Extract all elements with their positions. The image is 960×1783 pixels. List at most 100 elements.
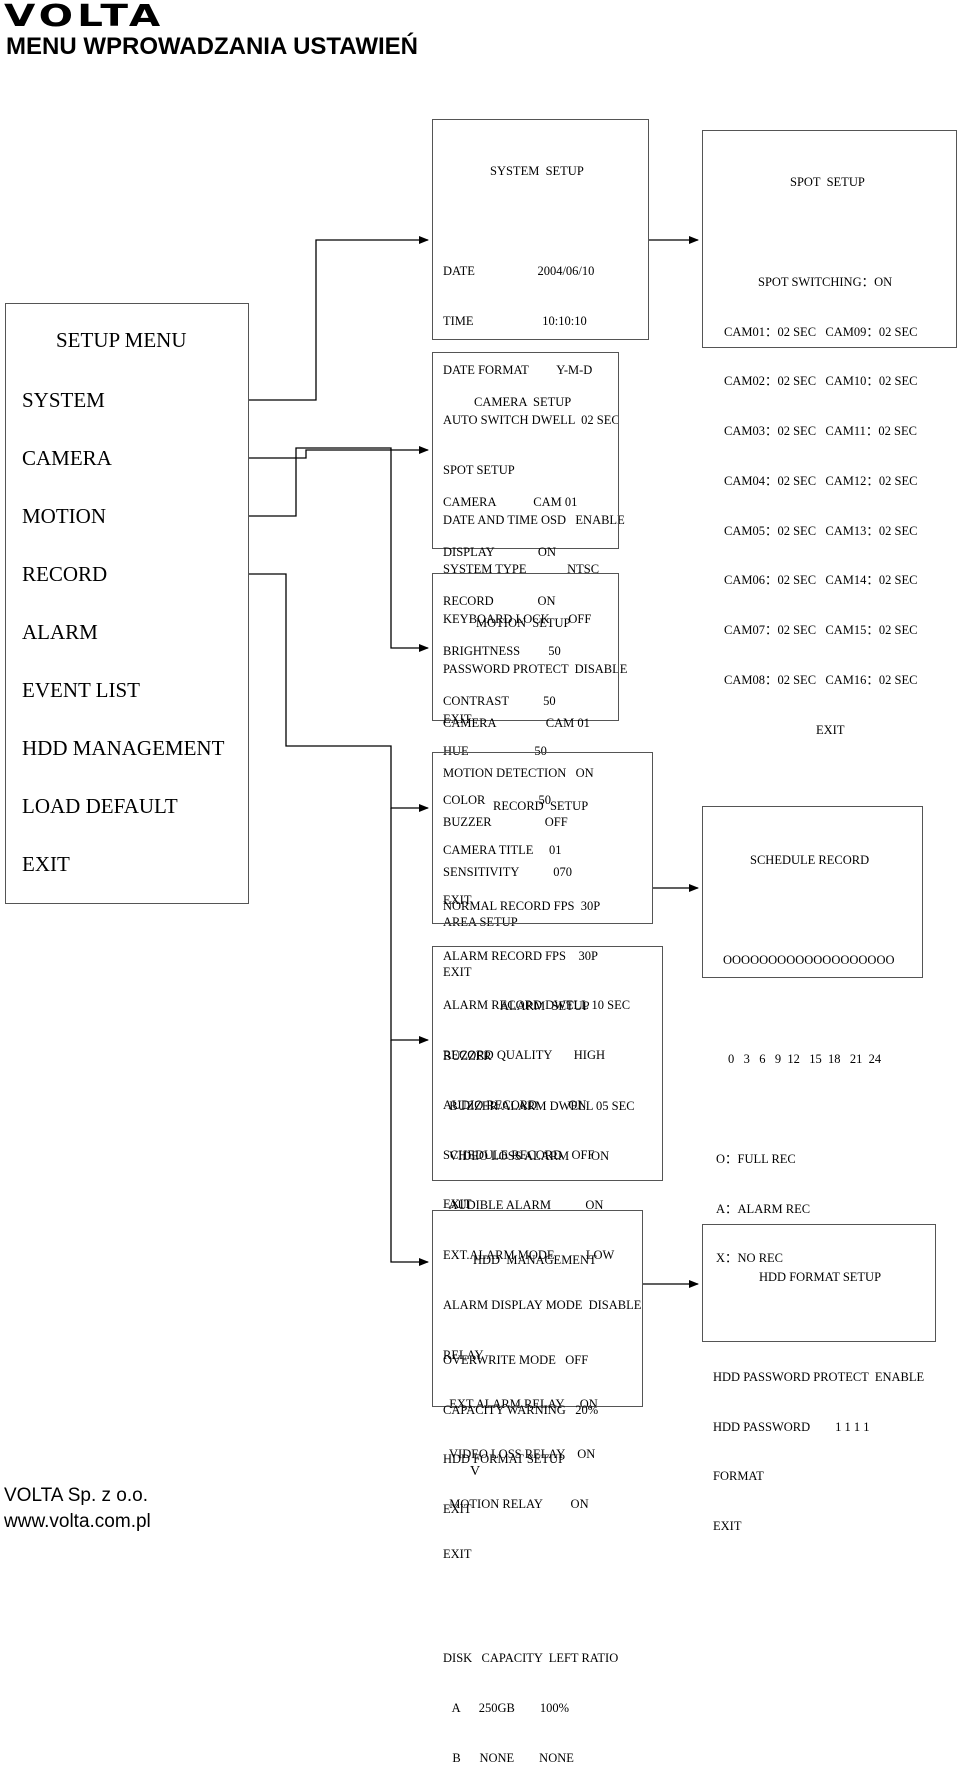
- hdd-disk-header: DISK CAPACITY LEFT RATIO: [443, 1651, 619, 1666]
- volta-logo: VOLTA: [4, 0, 165, 34]
- page-title: MENU WPROWADZANIA USTAWIEŃ: [6, 33, 418, 60]
- camera-display[interactable]: DISPLAY ON: [443, 544, 556, 559]
- spot-exit[interactable]: EXIT: [816, 722, 845, 737]
- system-password-protect[interactable]: PASSWORD PROTECT DISABLE: [443, 662, 628, 676]
- camera-record[interactable]: RECORD ON: [443, 594, 556, 609]
- alarm-setup-title: ALARM SETUP: [500, 999, 590, 1014]
- menu-item-motion[interactable]: MOTION: [22, 504, 106, 528]
- camera-setup-box: CAMERA SETUP CAMERA CAM 01 DISPLAY ON RE…: [432, 352, 619, 907]
- hdd-format-setup[interactable]: HDD FORMAT SETUP: [443, 1452, 566, 1467]
- schedule-record-box: SCHEDULE RECORD OOOOOOOOOOOOOOOOOOO 0 3 …: [702, 806, 923, 1265]
- alarm-video-loss[interactable]: VIDEO LOSS ALARM ON: [443, 1148, 610, 1163]
- system-setup-box: SYSTEM SETUP DATE 2004/06/10 TIME 10:10:…: [432, 119, 649, 726]
- hdd-capacity-warning[interactable]: CAPACITY WARNING 20%: [443, 1402, 599, 1417]
- menu-item-camera[interactable]: CAMERA: [22, 446, 112, 470]
- menu-item-hdd-management[interactable]: HDD MANAGEMENT: [22, 736, 225, 760]
- wire-system: [249, 236, 429, 401]
- schedule-hours: 0 3 6 9 12 15 18 21 24: [728, 1052, 882, 1067]
- system-type[interactable]: SYSTEM TYPE NTSC: [443, 562, 600, 577]
- system-spot-setup[interactable]: SPOT SETUP: [443, 462, 515, 477]
- record-alarm-fps[interactable]: ALARM RECORD FPS 30P: [443, 948, 598, 963]
- spot-row[interactable]: CAM06：02 SEC CAM14：02 SEC: [724, 573, 918, 588]
- schedule-timeline[interactable]: OOOOOOOOOOOOOOOOOOO: [723, 952, 895, 967]
- system-auto-switch-dwell[interactable]: AUTO SWITCH DWELL 02 SEC: [443, 413, 620, 428]
- alarm-ext-relay[interactable]: EXT.ALARM RELAY ON: [443, 1397, 598, 1412]
- spot-row[interactable]: CAM05：02 SEC CAM13：02 SEC: [724, 523, 918, 538]
- alarm-setup-box: ALARM SETUP BUZZER BUZZER/ALARM DWELL 05…: [432, 946, 663, 1561]
- system-keyboard-lock[interactable]: KEYBOARD LOCK OFF: [443, 612, 592, 627]
- menu-item-load-default[interactable]: LOAD DEFAULT: [22, 794, 178, 818]
- system-setup-title: SYSTEM SETUP: [490, 164, 584, 179]
- system-osd[interactable]: DATE AND TIME OSD ENABLE: [443, 512, 625, 527]
- connector-lines: [249, 236, 699, 1288]
- spot-row[interactable]: CAM08：02 SEC CAM16：02 SEC: [724, 673, 918, 687]
- hdd-format-setup-box: HDD FORMAT SETUP HDD PASSWORD PROTECT EN…: [702, 1224, 936, 1533]
- schedule-legend-none: X：NO REC: [716, 1251, 784, 1266]
- record-schedule[interactable]: SCHEDULE RECORD OFF: [443, 1147, 595, 1162]
- record-setup-title: RECORD SETUP: [493, 799, 589, 814]
- record-normal-fps[interactable]: NORMAL RECORD FPS 30P: [443, 898, 601, 913]
- hdd-password-protect[interactable]: HDD PASSWORD PROTECT ENABLE: [713, 1369, 925, 1384]
- system-time[interactable]: TIME 10:10:10: [443, 313, 587, 328]
- motion-sensitivity[interactable]: SENSITIVITY 070: [443, 865, 573, 880]
- alarm-audible[interactable]: AUDIBLE ALARM ON: [443, 1198, 604, 1213]
- menu-item-exit[interactable]: EXIT: [22, 852, 70, 876]
- camera-hue[interactable]: HUE 50: [443, 743, 547, 758]
- setup-menu: SETUP MENU SYSTEM CAMERA MOTION RECORD A…: [5, 303, 249, 904]
- camera-setup-title: CAMERA SETUP: [474, 395, 572, 410]
- menu-item-record[interactable]: RECORD: [22, 562, 108, 586]
- alarm-ext-mode[interactable]: EXT.ALARM MODE LOW: [443, 1248, 615, 1263]
- system-date-format[interactable]: DATE FORMAT Y-M-D: [443, 363, 593, 378]
- camera-select[interactable]: CAMERA CAM 01: [443, 494, 578, 509]
- record-alarm-dwell[interactable]: ALARM RECORD DWELL 10 SEC: [443, 998, 631, 1013]
- spot-row[interactable]: CAM04：02 SEC CAM12：02 SEC: [724, 473, 918, 488]
- hdd-format-title: HDD FORMAT SETUP: [759, 1270, 882, 1285]
- system-exit[interactable]: EXIT: [443, 711, 472, 726]
- schedule-record-title: SCHEDULE RECORD: [750, 853, 870, 868]
- footer-website[interactable]: www.volta.com.pl: [4, 1511, 151, 1532]
- spot-row[interactable]: CAM01：02 SEC CAM09：02 SEC: [724, 324, 918, 339]
- wire-motion: [249, 447, 429, 652]
- alarm-video-loss-relay[interactable]: VIDEO LOSS RELAY ON: [443, 1447, 596, 1462]
- motion-exit[interactable]: EXIT: [443, 964, 472, 979]
- wire-camera: [249, 446, 429, 459]
- wire-record: [249, 573, 429, 812]
- hdd-format-exit[interactable]: EXIT: [713, 1519, 742, 1534]
- menu-item-system[interactable]: SYSTEM: [22, 388, 105, 412]
- setup-menu-title: SETUP MENU: [56, 328, 187, 352]
- record-exit[interactable]: EXIT: [443, 1197, 472, 1212]
- record-setup-box: RECORD SETUP NORMAL RECORD FPS 30P ALARM…: [432, 752, 653, 1211]
- record-audio[interactable]: AUDIO RECORD ON: [443, 1097, 587, 1112]
- record-quality[interactable]: RECORD QUALITY HIGH: [443, 1048, 606, 1063]
- wire-hdd: [390, 1040, 429, 1266]
- menu-item-event-list[interactable]: EVENT LIST: [22, 678, 141, 702]
- hdd-format[interactable]: FORMAT: [713, 1469, 764, 1484]
- wire-alarm: [390, 808, 429, 1044]
- camera-title[interactable]: CAMERA TITLE 01: [443, 843, 562, 858]
- camera-contrast[interactable]: CONTRAST 50: [443, 693, 556, 708]
- schedule-legend-alarm: A：ALARM REC: [716, 1201, 811, 1216]
- spot-switching[interactable]: SPOT SWITCHING：ON: [758, 274, 893, 289]
- motion-setup-box: MOTION SETUP CAMERA CAM 01 MOTION DETECT…: [432, 573, 619, 979]
- hdd-overwrite-mode[interactable]: OVERWRITE MODE OFF: [443, 1352, 589, 1367]
- camera-exit[interactable]: EXIT: [443, 893, 472, 907]
- spot-row[interactable]: CAM02：02 SEC CAM10：02 SEC: [724, 374, 918, 389]
- hdd-exit[interactable]: EXIT: [443, 1502, 472, 1517]
- camera-brightness[interactable]: BRIGHTNESS 50: [443, 644, 561, 659]
- alarm-display-mode[interactable]: ALARM DISPLAY MODE DISABLE: [443, 1297, 642, 1312]
- schedule-legend-full: O：FULL REC: [716, 1151, 796, 1166]
- spot-row[interactable]: CAM03：02 SEC CAM11：02 SEC: [724, 424, 917, 439]
- camera-color[interactable]: COLOR 50: [443, 793, 551, 808]
- hdd-password[interactable]: HDD PASSWORD 1 1 1 1: [713, 1419, 870, 1434]
- motion-camera[interactable]: CAMERA CAM 01: [443, 715, 590, 730]
- motion-buzzer[interactable]: BUZZER OFF: [443, 815, 568, 830]
- spot-row[interactable]: CAM07：02 SEC CAM15：02 SEC: [724, 623, 918, 638]
- motion-area-setup[interactable]: AREA SETUP: [443, 914, 518, 929]
- page-number: V: [470, 1464, 481, 1479]
- footer-company: VOLTA Sp. z o.o.: [4, 1485, 148, 1506]
- system-date[interactable]: DATE 2004/06/10: [443, 263, 595, 278]
- alarm-motion-relay[interactable]: MOTION RELAY ON: [443, 1497, 589, 1511]
- alarm-buzzer-dwell[interactable]: BUZZER/ALARM DWELL 05 SEC: [443, 1098, 635, 1113]
- menu-item-alarm[interactable]: ALARM: [22, 620, 98, 644]
- motion-detection[interactable]: MOTION DETECTION ON: [443, 765, 594, 780]
